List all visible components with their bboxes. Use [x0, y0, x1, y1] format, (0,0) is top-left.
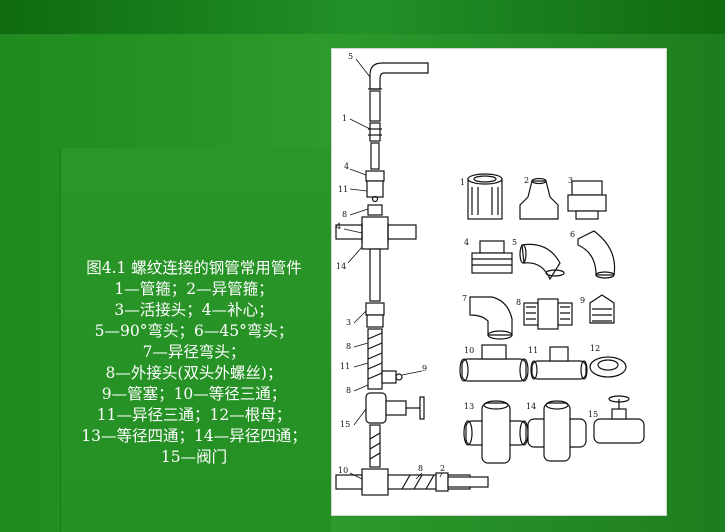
pipe-assembly — [335, 62, 489, 496]
callout-1: 1 — [342, 114, 347, 123]
callout-r4: 4 — [464, 238, 469, 247]
pipe-fittings-figure: 5 1 4 11 8 4 14 3 8 11 8 15 10 8 2 9 1 2… — [331, 48, 667, 516]
caption-line: 1—管箍；2—异管箍； — [114, 280, 274, 298]
callout-3: 3 — [346, 318, 351, 327]
callout-10: 10 — [338, 466, 348, 475]
callout-r6: 6 — [570, 230, 575, 239]
callout-r14: 14 — [526, 402, 536, 411]
callout-r11: 11 — [528, 346, 538, 355]
callout-5: 5 — [348, 52, 353, 61]
callout-r10: 10 — [464, 346, 474, 355]
caption-line: 7—异径弯头； — [142, 343, 246, 361]
caption-line: 15—阀门 — [160, 448, 228, 466]
leader-lines — [343, 58, 443, 480]
callout-2: 2 — [440, 464, 445, 473]
callout-r7: 7 — [462, 294, 467, 303]
caption-line: 8—外接头(双头外螺丝)； — [105, 364, 283, 382]
left-panel — [60, 148, 331, 532]
caption-line: 11—异径三通；12—根母； — [96, 406, 292, 424]
fittings-gallery — [459, 173, 645, 464]
callout-labels-left: 5 1 4 11 8 4 14 3 8 11 8 15 10 8 2 9 1 2… — [336, 52, 600, 475]
callout-r13: 13 — [464, 402, 474, 411]
caption-line: 9—管塞；10—等径三通； — [101, 385, 287, 403]
callout-4: 4 — [344, 162, 349, 171]
callout-r15: 15 — [588, 410, 598, 419]
callout-8c: 8 — [346, 386, 351, 395]
caption-line: 3—活接头；4—补心； — [114, 301, 274, 319]
callout-r3: 3 — [568, 176, 573, 185]
callout-11: 11 — [338, 185, 348, 194]
callout-8d: 8 — [418, 464, 423, 473]
callout-4b: 4 — [336, 222, 341, 231]
callout-r1: 1 — [460, 178, 465, 187]
caption-title: 图4.1 螺纹连接的钢管常用管件 — [86, 259, 302, 277]
callout-8b: 8 — [346, 342, 351, 351]
callout-14: 14 — [336, 262, 346, 271]
callout-r9: 9 — [580, 296, 585, 305]
top-band — [0, 0, 725, 34]
caption-line: 5—90°弯头；6—45°弯头； — [94, 322, 294, 340]
caption-line: 13—等径四通；14—异径四通； — [81, 427, 307, 445]
callout-9: 9 — [422, 364, 427, 373]
callout-r5: 5 — [512, 238, 517, 247]
callout-15: 15 — [340, 420, 350, 429]
callout-8: 8 — [342, 210, 347, 219]
callout-11b: 11 — [340, 362, 350, 371]
callout-r2: 2 — [524, 176, 529, 185]
fittings-drawing — [335, 58, 645, 496]
callout-r12: 12 — [590, 344, 600, 353]
figure-caption: 图4.1 螺纹连接的钢管常用管件 1—管箍；2—异管箍； 3—活接头；4—补心；… — [52, 258, 336, 468]
callout-r8: 8 — [516, 298, 521, 307]
